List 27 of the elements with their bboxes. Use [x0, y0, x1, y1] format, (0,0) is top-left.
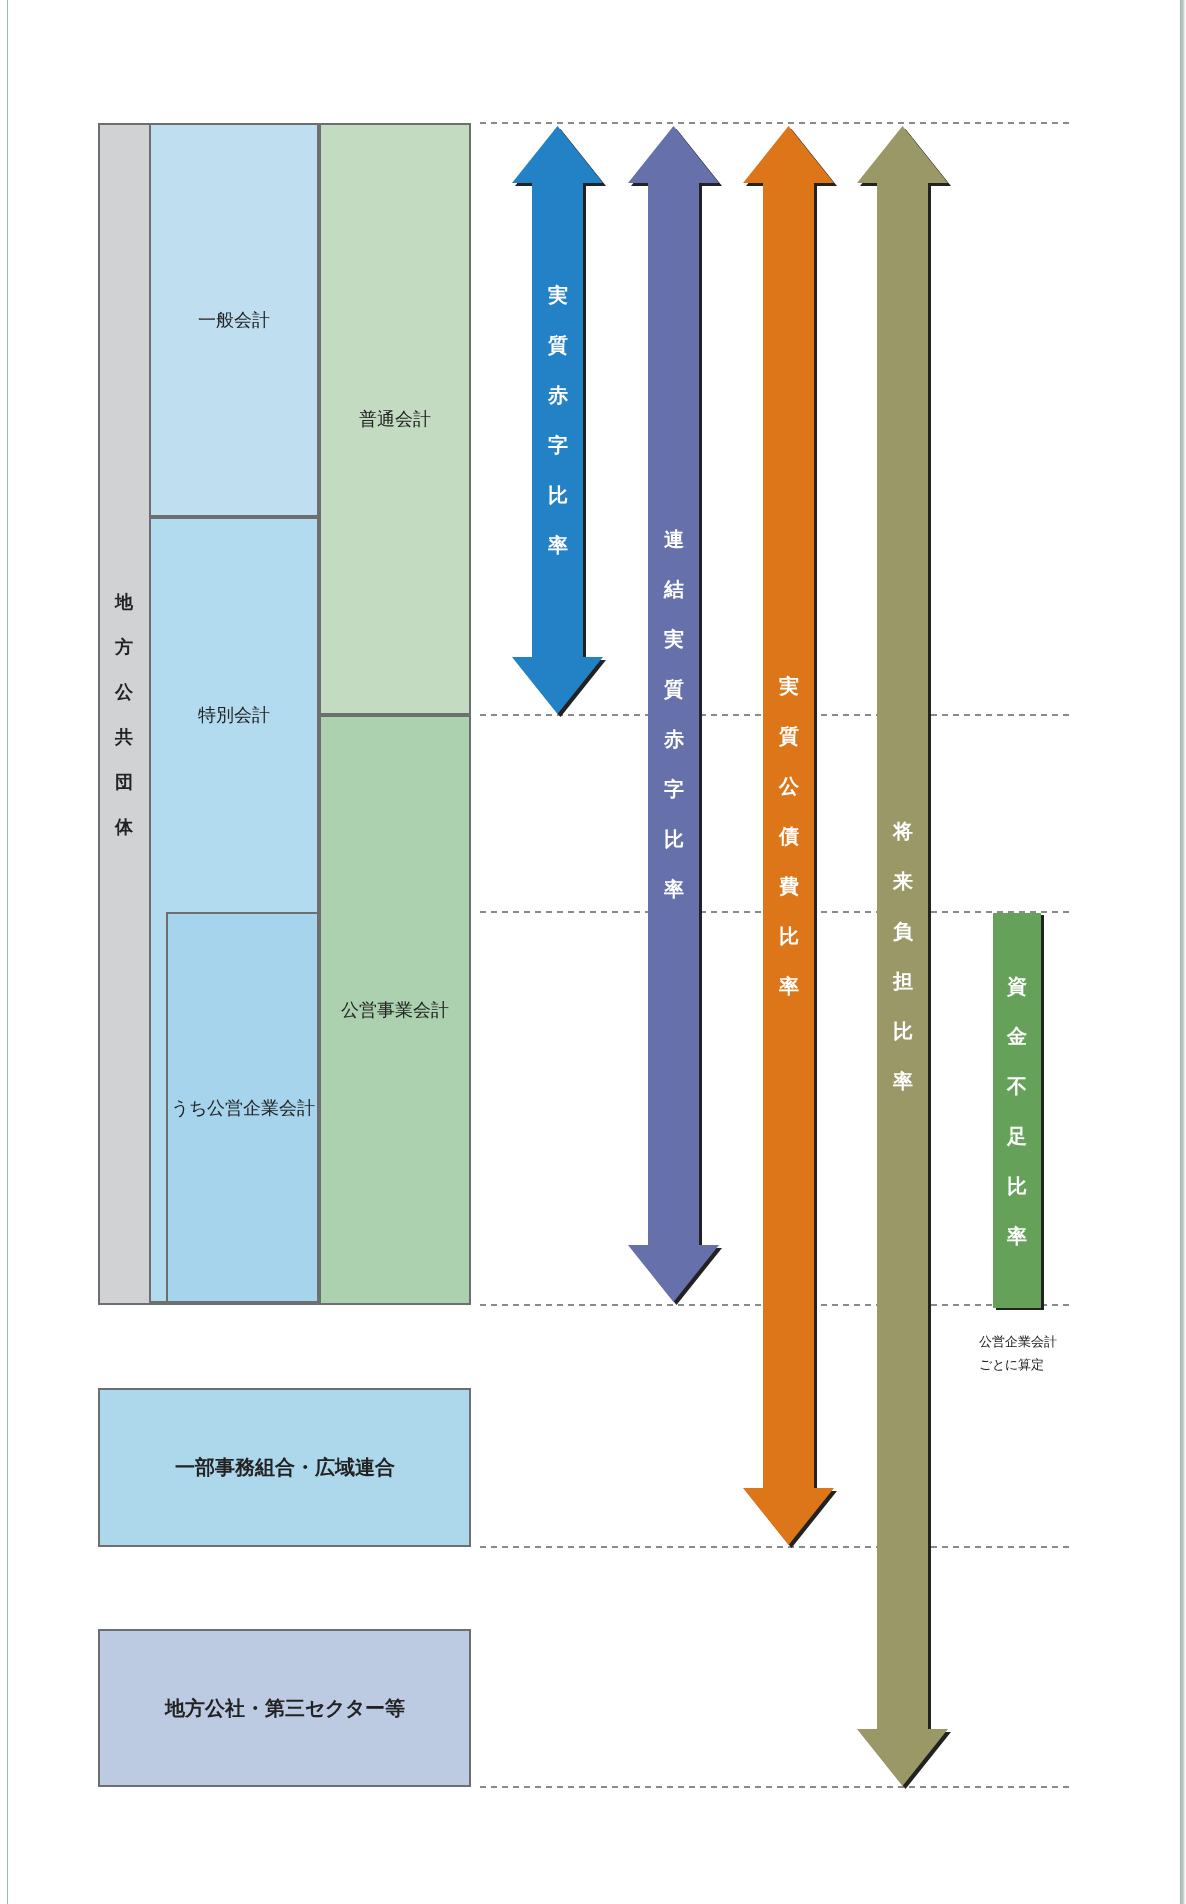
account-box	[166, 912, 319, 1303]
box-label: 普通会計	[359, 407, 431, 431]
box-label: 地方公社・第三セクター等	[164, 1694, 405, 1722]
account-box	[319, 715, 471, 1305]
ratio-label: 資金不足比率	[1007, 972, 1027, 1250]
ratio-label: 実質赤字比率	[547, 282, 568, 559]
ratio-bar	[993, 913, 1041, 1308]
ratio-label: 実質公債費比率	[778, 672, 799, 1000]
vertical-label: 地方公共団体	[114, 590, 133, 839]
range-indicator	[628, 126, 723, 1305]
box-label: うち公営企業会計	[170, 1095, 315, 1120]
account-box	[149, 517, 319, 1303]
box-label: 一般会計	[198, 308, 270, 332]
organization-box	[98, 1629, 471, 1787]
organization-box	[98, 1388, 471, 1547]
range-indicator	[743, 126, 838, 1548]
note-text: 公営企業会計ごとに算定	[979, 1333, 1058, 1374]
range-indicator	[857, 126, 952, 1789]
box-label: 特別会計	[198, 703, 270, 727]
ratio-label: 連結実質赤字比率	[663, 526, 684, 903]
range-indicator	[512, 126, 607, 717]
account-box	[319, 123, 471, 715]
account-box	[149, 123, 319, 517]
box-label: 公営事業会計	[341, 998, 449, 1022]
local-government-box	[98, 123, 471, 1305]
box-label: 一部事務組合・広域連合	[174, 1454, 395, 1481]
ratio-label: 将来負担比率	[892, 818, 913, 1095]
